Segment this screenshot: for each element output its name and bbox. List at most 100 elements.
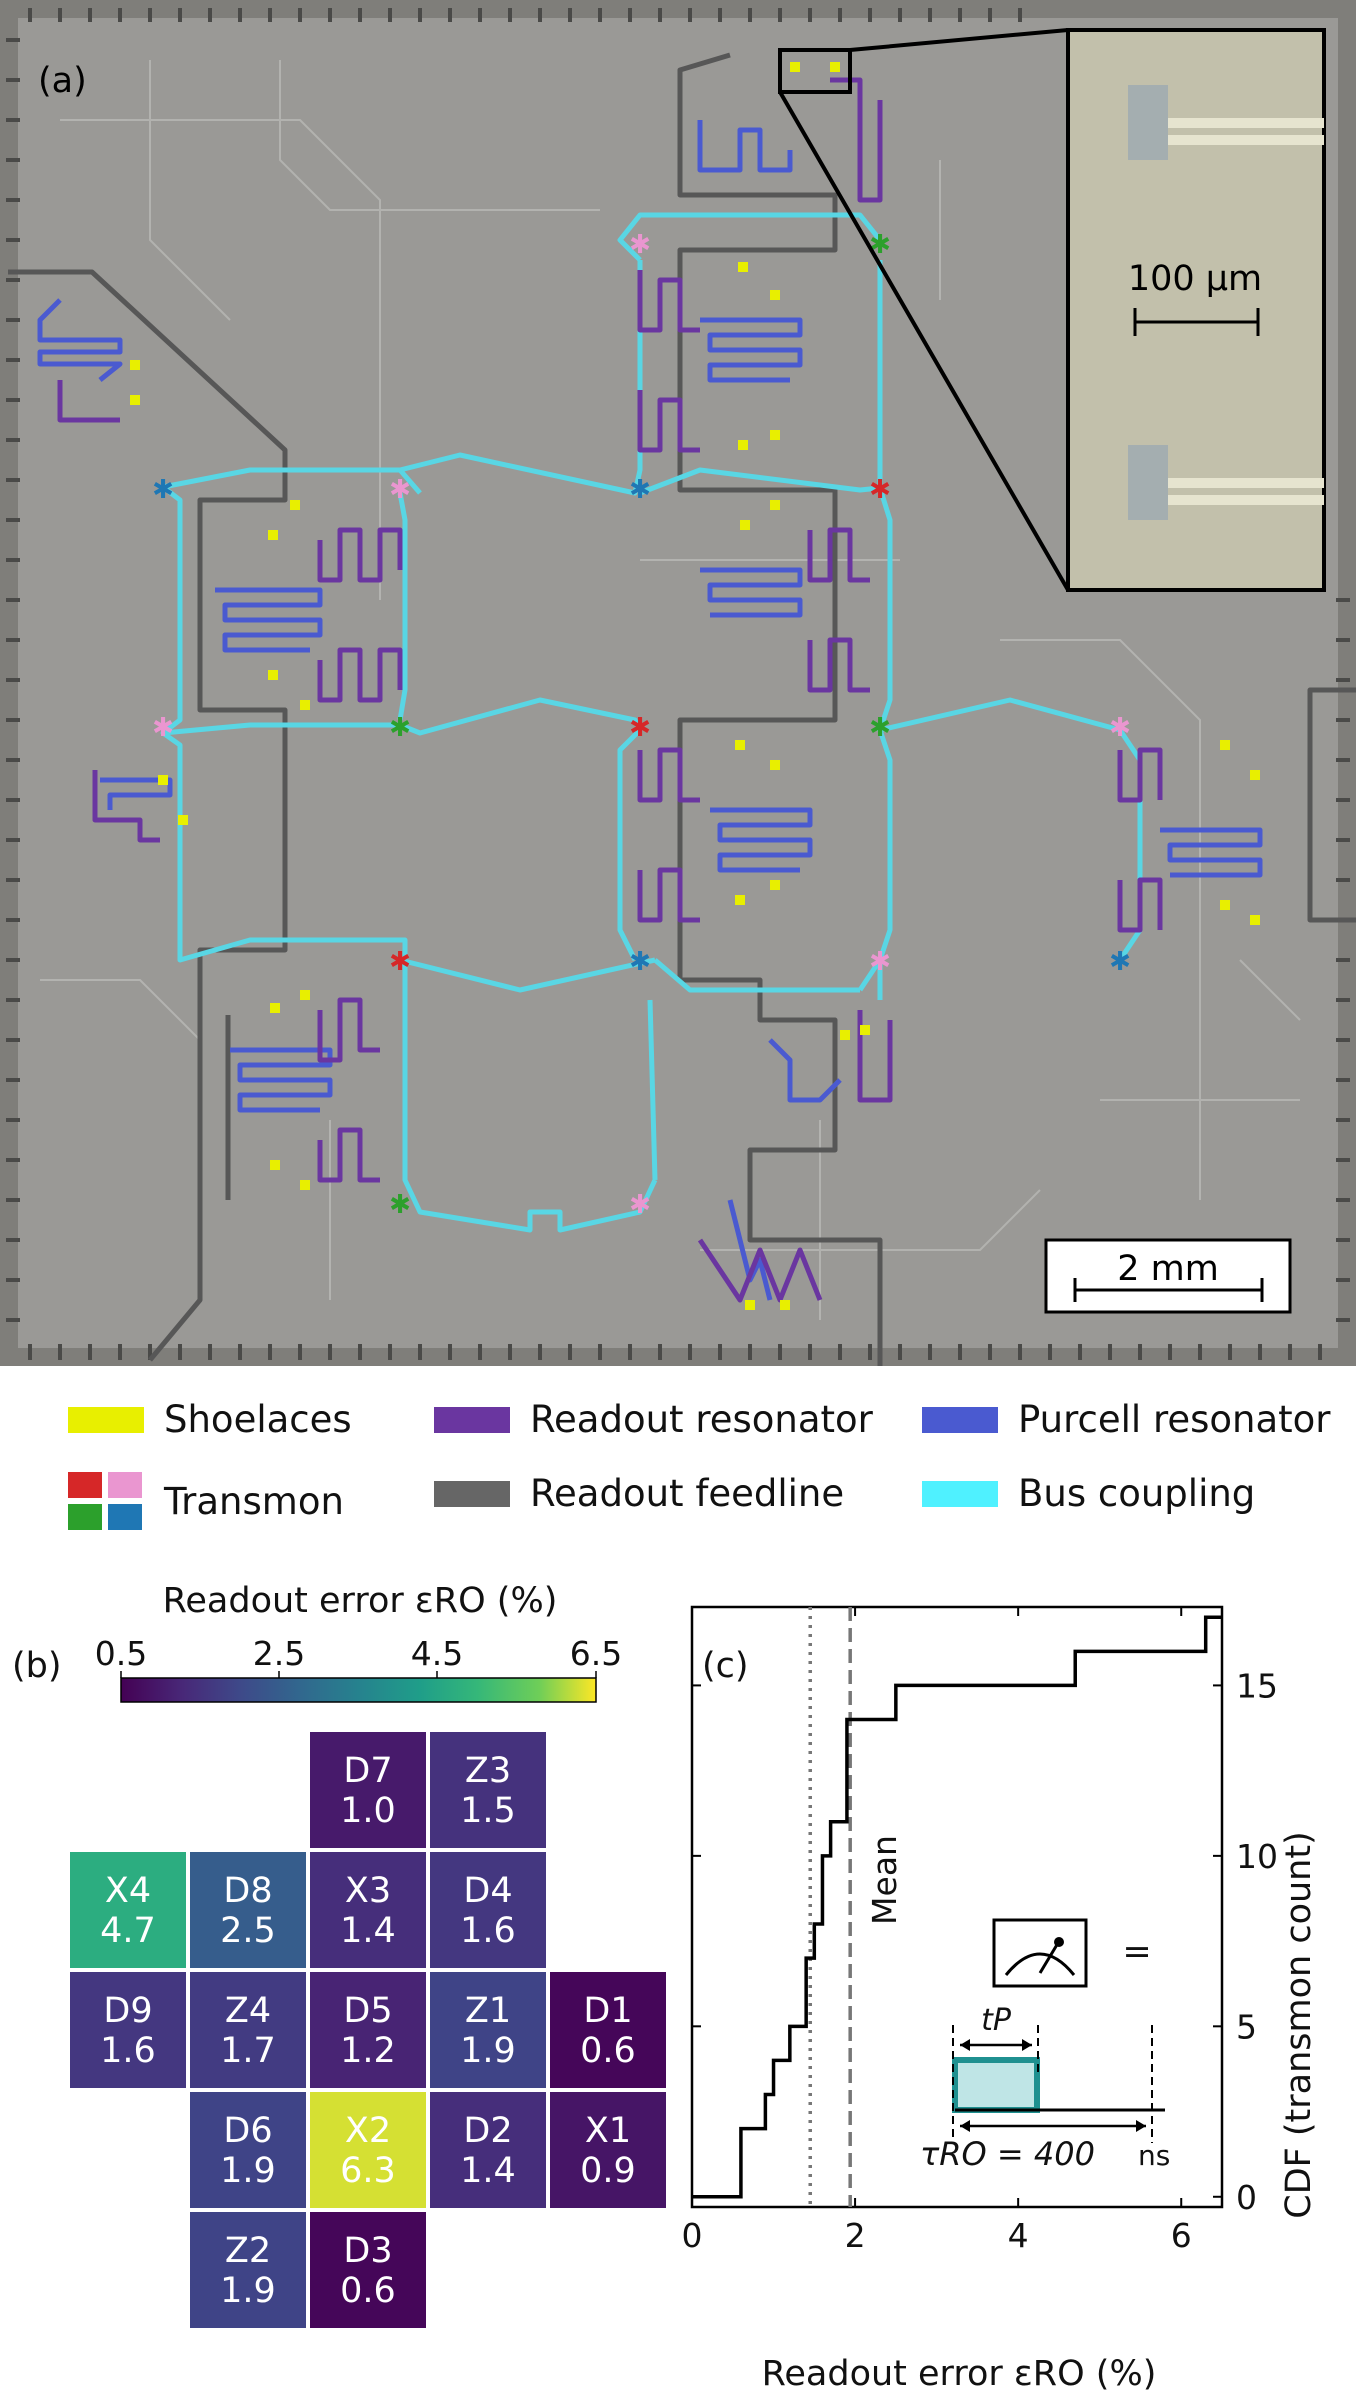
legend-item-transmon: Transmon <box>68 1472 344 1530</box>
svg-text:✱: ✱ <box>869 947 891 977</box>
chip-photo: ✱ ✱ ✱ ✱ ✱ ✱ ✱ ✱ ✱ ✱ ✱ ✱ ✱ ✱ ✱ ✱ ✱ 100 μm <box>0 0 1356 1366</box>
qubit-name: X1 <box>585 2111 631 2151</box>
grid-cell-fill <box>70 1972 186 2088</box>
legend-swatch-readout-resonator <box>434 1406 510 1433</box>
readout-error-value: 1.0 <box>340 1791 396 1831</box>
grid-cell-fill <box>430 1732 546 1848</box>
grid-cell-fill <box>430 1852 546 1968</box>
x-tick-label: 0 <box>682 2216 703 2255</box>
grid-cell-d6: D61.9 <box>190 2092 306 2208</box>
cdf-step-line <box>692 1615 1222 2199</box>
panel-a-label: (a) <box>38 61 87 101</box>
legend-swatch-bus-coupling <box>922 1480 998 1507</box>
grid-cell-z3: Z31.5 <box>430 1732 546 1848</box>
y-tick-label: 15 <box>1236 1666 1278 1705</box>
inset-tau-label: τRO = 400 <box>920 2135 1095 2173</box>
qubit-name: X2 <box>345 2111 391 2151</box>
inset-scalebar-label: 100 μm <box>1128 259 1262 299</box>
grid-cell-x4: X44.7 <box>70 1852 186 1968</box>
qubit-name: D4 <box>463 1871 512 1911</box>
svg-text:✱: ✱ <box>629 1190 651 1220</box>
grid-cell-fill <box>190 2212 306 2328</box>
grid-cell-d9: D91.6 <box>70 1972 186 2088</box>
panel-b-label: (b) <box>12 1646 62 1686</box>
grid-cell-fill <box>550 1972 666 2088</box>
qubit-name: X3 <box>345 1871 391 1911</box>
x-axis-label: Readout error εRO (%) <box>762 2354 1157 2394</box>
grid-cell-fill <box>190 2092 306 2208</box>
chip-scalebar-label: 2 mm <box>1117 1249 1219 1289</box>
grid-cell-fill <box>70 1852 186 1968</box>
grid-cell-x1: X10.9 <box>550 2092 666 2208</box>
svg-text:✱: ✱ <box>629 947 651 977</box>
qubit-name: D6 <box>223 2111 272 2151</box>
svg-text:✱: ✱ <box>389 713 411 743</box>
svg-text:✱: ✱ <box>152 713 174 743</box>
grid-cell-d7: D71.0 <box>310 1732 426 1848</box>
legend-swatch-readout-feedline <box>434 1480 510 1507</box>
readout-error-value: 4.7 <box>100 1911 156 1951</box>
svg-text:✱: ✱ <box>389 475 411 505</box>
qubit-name: Z3 <box>465 1751 511 1791</box>
readout-error-value: 2.5 <box>220 1911 276 1951</box>
legend-item-shoelaces: Shoelaces <box>68 1398 352 1441</box>
readout-error-grid: (b) Readout error εRO (%) 0.5 2.5 4.5 6.… <box>12 1581 666 2328</box>
pulse-inset: = tP τRO = 400 ns <box>920 1918 1170 2173</box>
svg-text:✱: ✱ <box>629 230 651 260</box>
grid-cell-d2: D21.4 <box>430 2092 546 2208</box>
svg-text:✱: ✱ <box>389 1190 411 1220</box>
readout-error-value: 1.6 <box>100 2031 156 2071</box>
readout-error-value: 1.9 <box>460 2031 516 2071</box>
grid-cell-fill <box>190 1972 306 2088</box>
y-axis-label: CDF (transmon count) <box>1279 1831 1319 2219</box>
inset-tp-label: tP <box>981 2003 1012 2038</box>
legend-swatch-transmon <box>68 1472 142 1530</box>
qubit-name: D5 <box>343 1991 392 2031</box>
svg-text:✱: ✱ <box>629 475 651 505</box>
colorbar-title: Readout error εRO (%) <box>163 1581 558 1621</box>
grid-cell-x2: X26.3 <box>310 2092 426 2208</box>
legend-label: Transmon <box>164 1479 344 1523</box>
readout-error-value: 1.9 <box>220 2271 276 2311</box>
qubit-name: D3 <box>343 2231 392 2271</box>
grid-cell-fill <box>430 2092 546 2208</box>
readout-error-value: 1.4 <box>460 2151 516 2191</box>
legend-label: Readout resonator <box>530 1398 873 1441</box>
grid-cell-d8: D82.5 <box>190 1852 306 1968</box>
readout-error-value: 1.7 <box>220 2031 276 2071</box>
readout-error-value: 0.9 <box>580 2151 636 2191</box>
svg-text:✱: ✱ <box>1109 713 1131 743</box>
grid-cell-d3: D30.6 <box>310 2212 426 2328</box>
svg-text:✱: ✱ <box>1109 947 1131 977</box>
svg-text:✱: ✱ <box>869 713 891 743</box>
mean-label: Mean <box>865 1835 904 1925</box>
y-tick-label: 5 <box>1236 2007 1257 2046</box>
legend-item-purcell-resonator: Purcell resonator <box>922 1398 1331 1441</box>
grid-cell-fill <box>310 2212 426 2328</box>
svg-text:✱: ✱ <box>869 475 891 505</box>
grid-cell-d1: D10.6 <box>550 1972 666 2088</box>
colorbar-tick: 0.5 <box>95 1634 147 1673</box>
colorbar <box>120 1677 597 1703</box>
panel-c-label: (c) <box>702 1646 749 1686</box>
svg-text:✱: ✱ <box>389 947 411 977</box>
grid-cell-fill <box>430 1972 546 2088</box>
legend-item-bus-coupling: Bus coupling <box>922 1472 1255 1515</box>
grid-cell-d5: D51.2 <box>310 1972 426 2088</box>
readout-feedline-mid <box>677 52 883 1366</box>
y-tick-label: 10 <box>1236 1837 1278 1876</box>
qubit-name: D2 <box>463 2111 512 2151</box>
inset-equals: = <box>1122 1932 1151 1972</box>
grid-cell-fill <box>310 1972 426 2088</box>
legend-label: Bus coupling <box>1018 1472 1256 1515</box>
readout-error-value: 1.6 <box>460 1911 516 1951</box>
legend-item-readout-feedline: Readout feedline <box>434 1472 844 1515</box>
qubit-name: D1 <box>583 1991 632 2031</box>
readout-feedline-left <box>8 269 288 1362</box>
inset-unit-label: ns <box>1138 2139 1170 2172</box>
readout-error-grid-panel: (b) Readout error εRO (%) 0.5 2.5 4.5 6.… <box>0 1565 690 2400</box>
svg-text:✱: ✱ <box>629 713 651 743</box>
grid-cell-z4: Z41.7 <box>190 1972 306 2088</box>
grid-cell-fill <box>310 1852 426 1968</box>
